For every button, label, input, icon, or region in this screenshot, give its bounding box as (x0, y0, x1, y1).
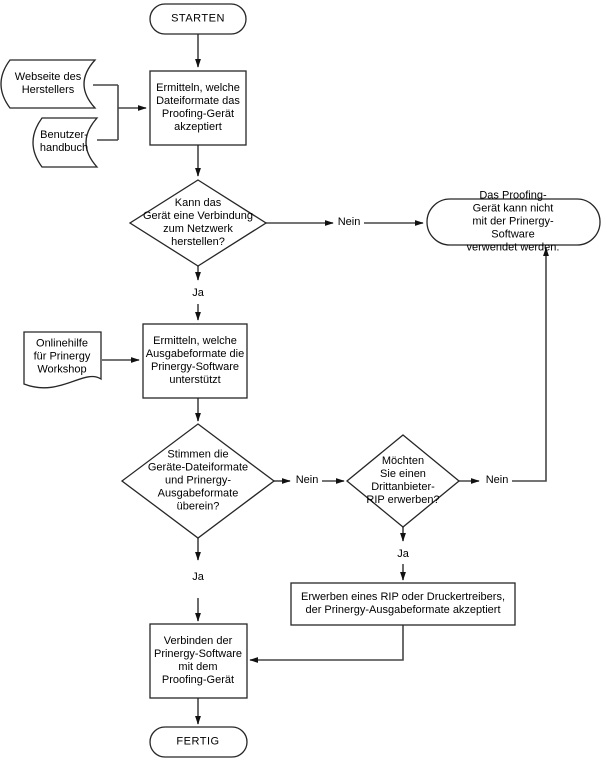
network-decision-shape (128, 179, 268, 267)
edge-label-network-yes: Ja (190, 287, 206, 299)
source-website-shape (0, 59, 97, 109)
edge-label-match-yes: Ja (190, 571, 206, 583)
edge-sources-junction (93, 84, 119, 141)
edge-label-network-no: Nein (335, 216, 363, 228)
cannot-use-terminator-shape (426, 198, 601, 246)
third-party-rip-decision-shape (345, 434, 461, 528)
start-terminator-shape (149, 3, 247, 35)
connect-software-label: Verbinden der Prinergy-Software mit dem … (153, 635, 243, 686)
third-party-rip-decision-label: Möchten Sie einen Drittanbieter- RIP erw… (366, 455, 440, 506)
edge-rip-no-2 (512, 247, 549, 482)
acquire-rip-label: Erwerben eines RIP oder Druckertreibers,… (301, 591, 505, 616)
determine-device-formats-label: Ermitteln, welche Dateiformate das Proof… (156, 82, 240, 133)
edge-acquire-to-connect (249, 625, 404, 663)
acquire-rip-shape (290, 582, 516, 626)
online-help-label: Onlinehilfe für Prinergy Workshop (33, 337, 91, 376)
source-website-label: Webseite des Herstellers (14, 71, 82, 96)
edge-label-rip-no: Nein (483, 474, 511, 486)
source-manual-shape (32, 117, 99, 168)
edge-label-match-no: Nein (293, 474, 321, 486)
connect-software-shape (149, 623, 248, 699)
start-label: STARTEN (171, 12, 225, 25)
formats-match-decision-label: Stimmen die Geräte-Dateiformate und Prin… (147, 448, 249, 513)
finish-label: FERTIG (176, 735, 220, 748)
online-help-document-shape (23, 331, 102, 389)
finish-terminator-shape (149, 726, 248, 758)
source-manual-label: Benutzer- handbuch (39, 129, 89, 154)
edge-label-rip-yes: Ja (395, 548, 411, 560)
determine-device-formats-shape (149, 70, 247, 146)
formats-match-decision-shape (120, 423, 276, 539)
network-decision-label: Kann das Gerät eine Verbindung zum Netzw… (142, 197, 254, 248)
cannot-use-label: Das Proofing-Gerät kann nicht mit der Pr… (466, 189, 560, 254)
determine-output-formats-label: Ermitteln, welche Ausgabeformate die Pri… (145, 335, 245, 386)
determine-output-formats-shape (142, 323, 248, 399)
